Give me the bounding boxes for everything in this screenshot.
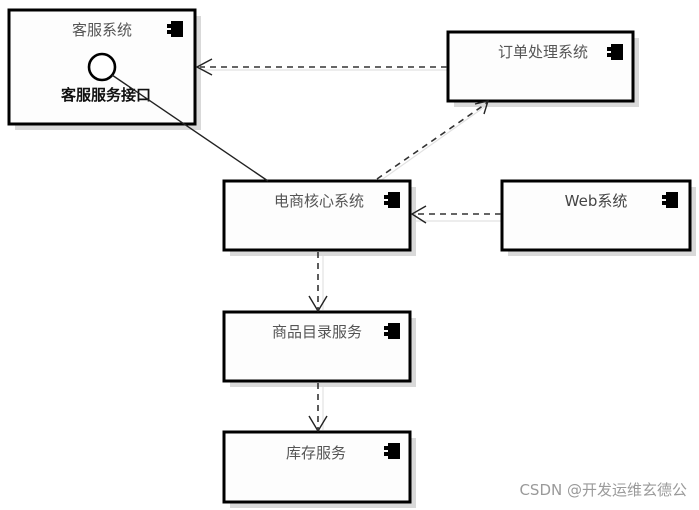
watermark: CSDN @开发运维玄德公 (519, 481, 687, 499)
association-line (111, 74, 269, 182)
dependency-core-to-catalog (308, 252, 328, 313)
dependency-catalog-to-inventory (308, 383, 328, 433)
component-title: 库存服务 (286, 444, 346, 462)
component-order-processing[interactable]: 订单处理系统 (446, 30, 639, 107)
interface-label: 客服服务接口 (60, 86, 151, 104)
component-product-catalog[interactable]: 商品目录服务 (222, 310, 416, 387)
interface-lollipop-icon (87, 52, 117, 82)
component-web-system[interactable]: Web系统 (500, 179, 696, 256)
arrow-head-icon (410, 205, 427, 224)
component-inventory[interactable]: 库存服务 (222, 430, 416, 508)
component-title: 电商核心系统 (274, 192, 364, 210)
dependency-order-to-customer-service (195, 58, 447, 76)
dependency-core-to-order (376, 100, 490, 180)
component-ecommerce-core[interactable]: 电商核心系统 (222, 179, 416, 256)
component-title: 商品目录服务 (272, 323, 362, 341)
arrow-head-icon (195, 58, 213, 76)
component-customer-service[interactable]: 客服系统 客服服务接口 (7, 8, 201, 130)
arrow-head-icon (308, 295, 328, 313)
dependency-web-to-core (410, 205, 501, 224)
component-title: Web系统 (565, 192, 628, 210)
arrow-head-icon (474, 100, 490, 115)
component-title: 订单处理系统 (498, 43, 588, 61)
component-title: 客服系统 (72, 21, 132, 39)
arrow-head-icon (308, 415, 328, 433)
